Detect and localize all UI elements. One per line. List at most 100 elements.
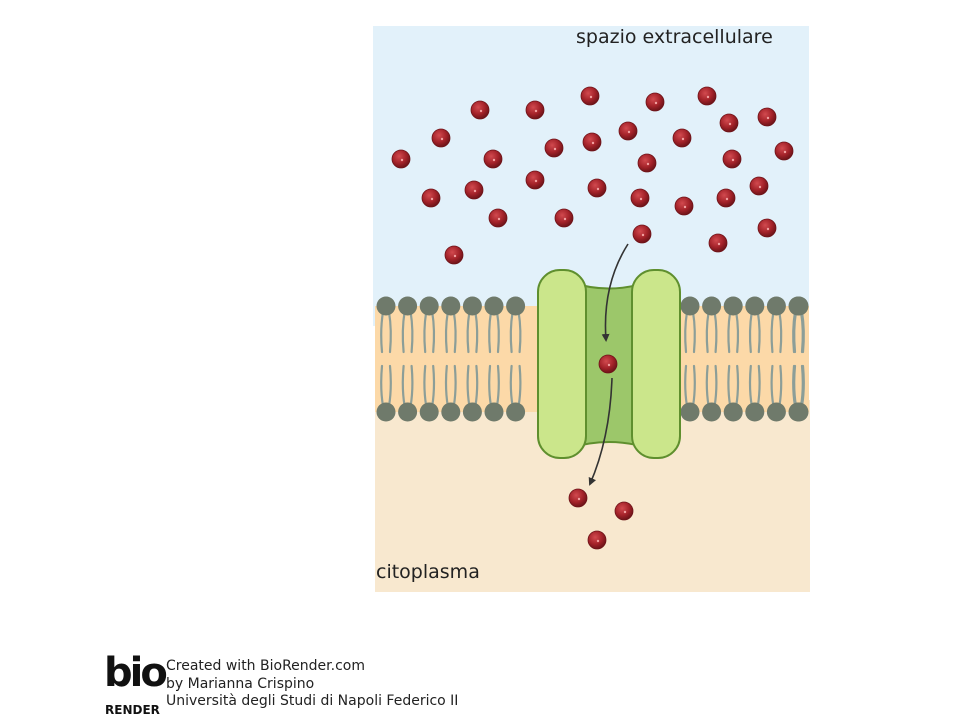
lipid-head — [462, 296, 482, 316]
molecule-highlight — [591, 141, 595, 145]
molecule-icon — [568, 488, 588, 508]
lipid-head — [766, 296, 786, 316]
molecule-highlight — [563, 217, 567, 221]
credit-line-3: Università degli Studi di Napoli Federic… — [166, 693, 459, 709]
molecule-highlight — [596, 187, 600, 191]
molecule-highlight — [641, 233, 645, 237]
molecule-highlight — [607, 363, 611, 367]
lipid-head — [398, 296, 418, 316]
molecule-highlight — [497, 217, 501, 221]
lipid-head — [441, 296, 461, 316]
molecule-highlight — [534, 179, 538, 183]
lipid-tails — [380, 310, 805, 408]
molecule-highlight — [683, 205, 687, 209]
molecule-icon — [674, 196, 694, 216]
lipid-tail — [735, 364, 740, 408]
molecule-highlight — [553, 147, 557, 151]
lipid-tail — [380, 364, 385, 408]
molecule-icon — [488, 208, 508, 228]
biorender-logo: bio RENDER — [104, 650, 168, 720]
lipid-tail — [423, 364, 428, 408]
lipid-tail — [509, 364, 514, 408]
molecule-icon — [749, 176, 769, 196]
lipid-tail — [452, 310, 457, 354]
lipid-tail — [770, 310, 775, 354]
lipid-tail — [691, 364, 696, 408]
molecule-icon — [525, 170, 545, 190]
lipid-tail — [431, 364, 436, 408]
molecule-highlight — [453, 254, 457, 258]
lipid-head — [376, 296, 396, 316]
molecule-icon — [470, 100, 490, 120]
molecule-highlight — [646, 162, 650, 166]
lipid-tail — [756, 310, 761, 354]
lipid-tail — [474, 364, 479, 408]
molecule-icon — [554, 208, 574, 228]
lipid-tail — [401, 310, 406, 354]
lipid-tail — [517, 364, 522, 408]
molecule-icon — [697, 86, 717, 106]
lipid-head — [789, 296, 809, 316]
lipid-tail — [705, 310, 710, 354]
molecule-icon — [421, 188, 441, 208]
molecule-icon — [722, 149, 742, 169]
molecule-icon — [645, 92, 665, 112]
lipid-tail — [452, 364, 457, 408]
lipid-tail — [517, 310, 522, 354]
lipid-tail — [800, 310, 805, 354]
molecule-highlight — [589, 95, 593, 99]
lipid-head — [441, 402, 461, 422]
molecule-icon — [525, 100, 545, 120]
lipid-head — [789, 402, 809, 422]
molecule-highlight — [783, 150, 787, 154]
molecule-highlight — [758, 185, 762, 189]
molecule-highlight — [717, 242, 721, 246]
molecule-highlight — [731, 158, 735, 162]
molecule-highlight — [627, 130, 631, 134]
lipid-head — [506, 296, 526, 316]
lipid-tail — [444, 310, 449, 354]
lipid-tail — [713, 310, 718, 354]
molecule-highlight — [639, 197, 643, 201]
molecule-highlight — [623, 510, 627, 514]
molecule-icon — [774, 141, 794, 161]
molecule-icon — [587, 178, 607, 198]
molecule-icon — [630, 188, 650, 208]
lipid-head — [723, 296, 743, 316]
lipid-tail — [409, 310, 414, 354]
lipid-tail — [748, 364, 753, 408]
molecule-highlight — [577, 497, 581, 501]
lipid-tail — [705, 364, 710, 408]
molecule-icon — [598, 354, 618, 374]
lipid-tail — [800, 364, 805, 408]
molecule-icon — [716, 188, 736, 208]
cytoplasm-label: citoplasma — [376, 561, 480, 583]
molecule-highlight — [766, 227, 770, 231]
lipid-head — [680, 402, 700, 422]
molecule-highlight — [473, 189, 477, 193]
lipid-tail — [474, 310, 479, 354]
lipid-tail — [488, 310, 493, 354]
lipid-tail — [466, 310, 471, 354]
lipid-tail — [380, 310, 385, 354]
molecule-highlight — [400, 158, 404, 162]
lipid-head — [680, 296, 700, 316]
lipid-head — [702, 402, 722, 422]
lipid-head — [419, 296, 439, 316]
lipid-tail — [444, 364, 449, 408]
lipid-tail — [684, 364, 689, 408]
credit-line-1: Created with BioRender.com — [166, 658, 365, 674]
molecule-icon — [637, 153, 657, 173]
molecule-highlight — [681, 137, 685, 141]
molecule-highlight — [534, 109, 538, 113]
lipid-head — [745, 296, 765, 316]
logo-sub-text: RENDER — [105, 703, 160, 717]
lipid-tail — [401, 364, 406, 408]
lipid-head — [702, 296, 722, 316]
molecule-icon — [757, 218, 777, 238]
molecule-icon — [618, 121, 638, 141]
lipid-head — [484, 402, 504, 422]
molecule-highlight — [479, 109, 483, 113]
curved-arrow-icon — [601, 243, 629, 342]
